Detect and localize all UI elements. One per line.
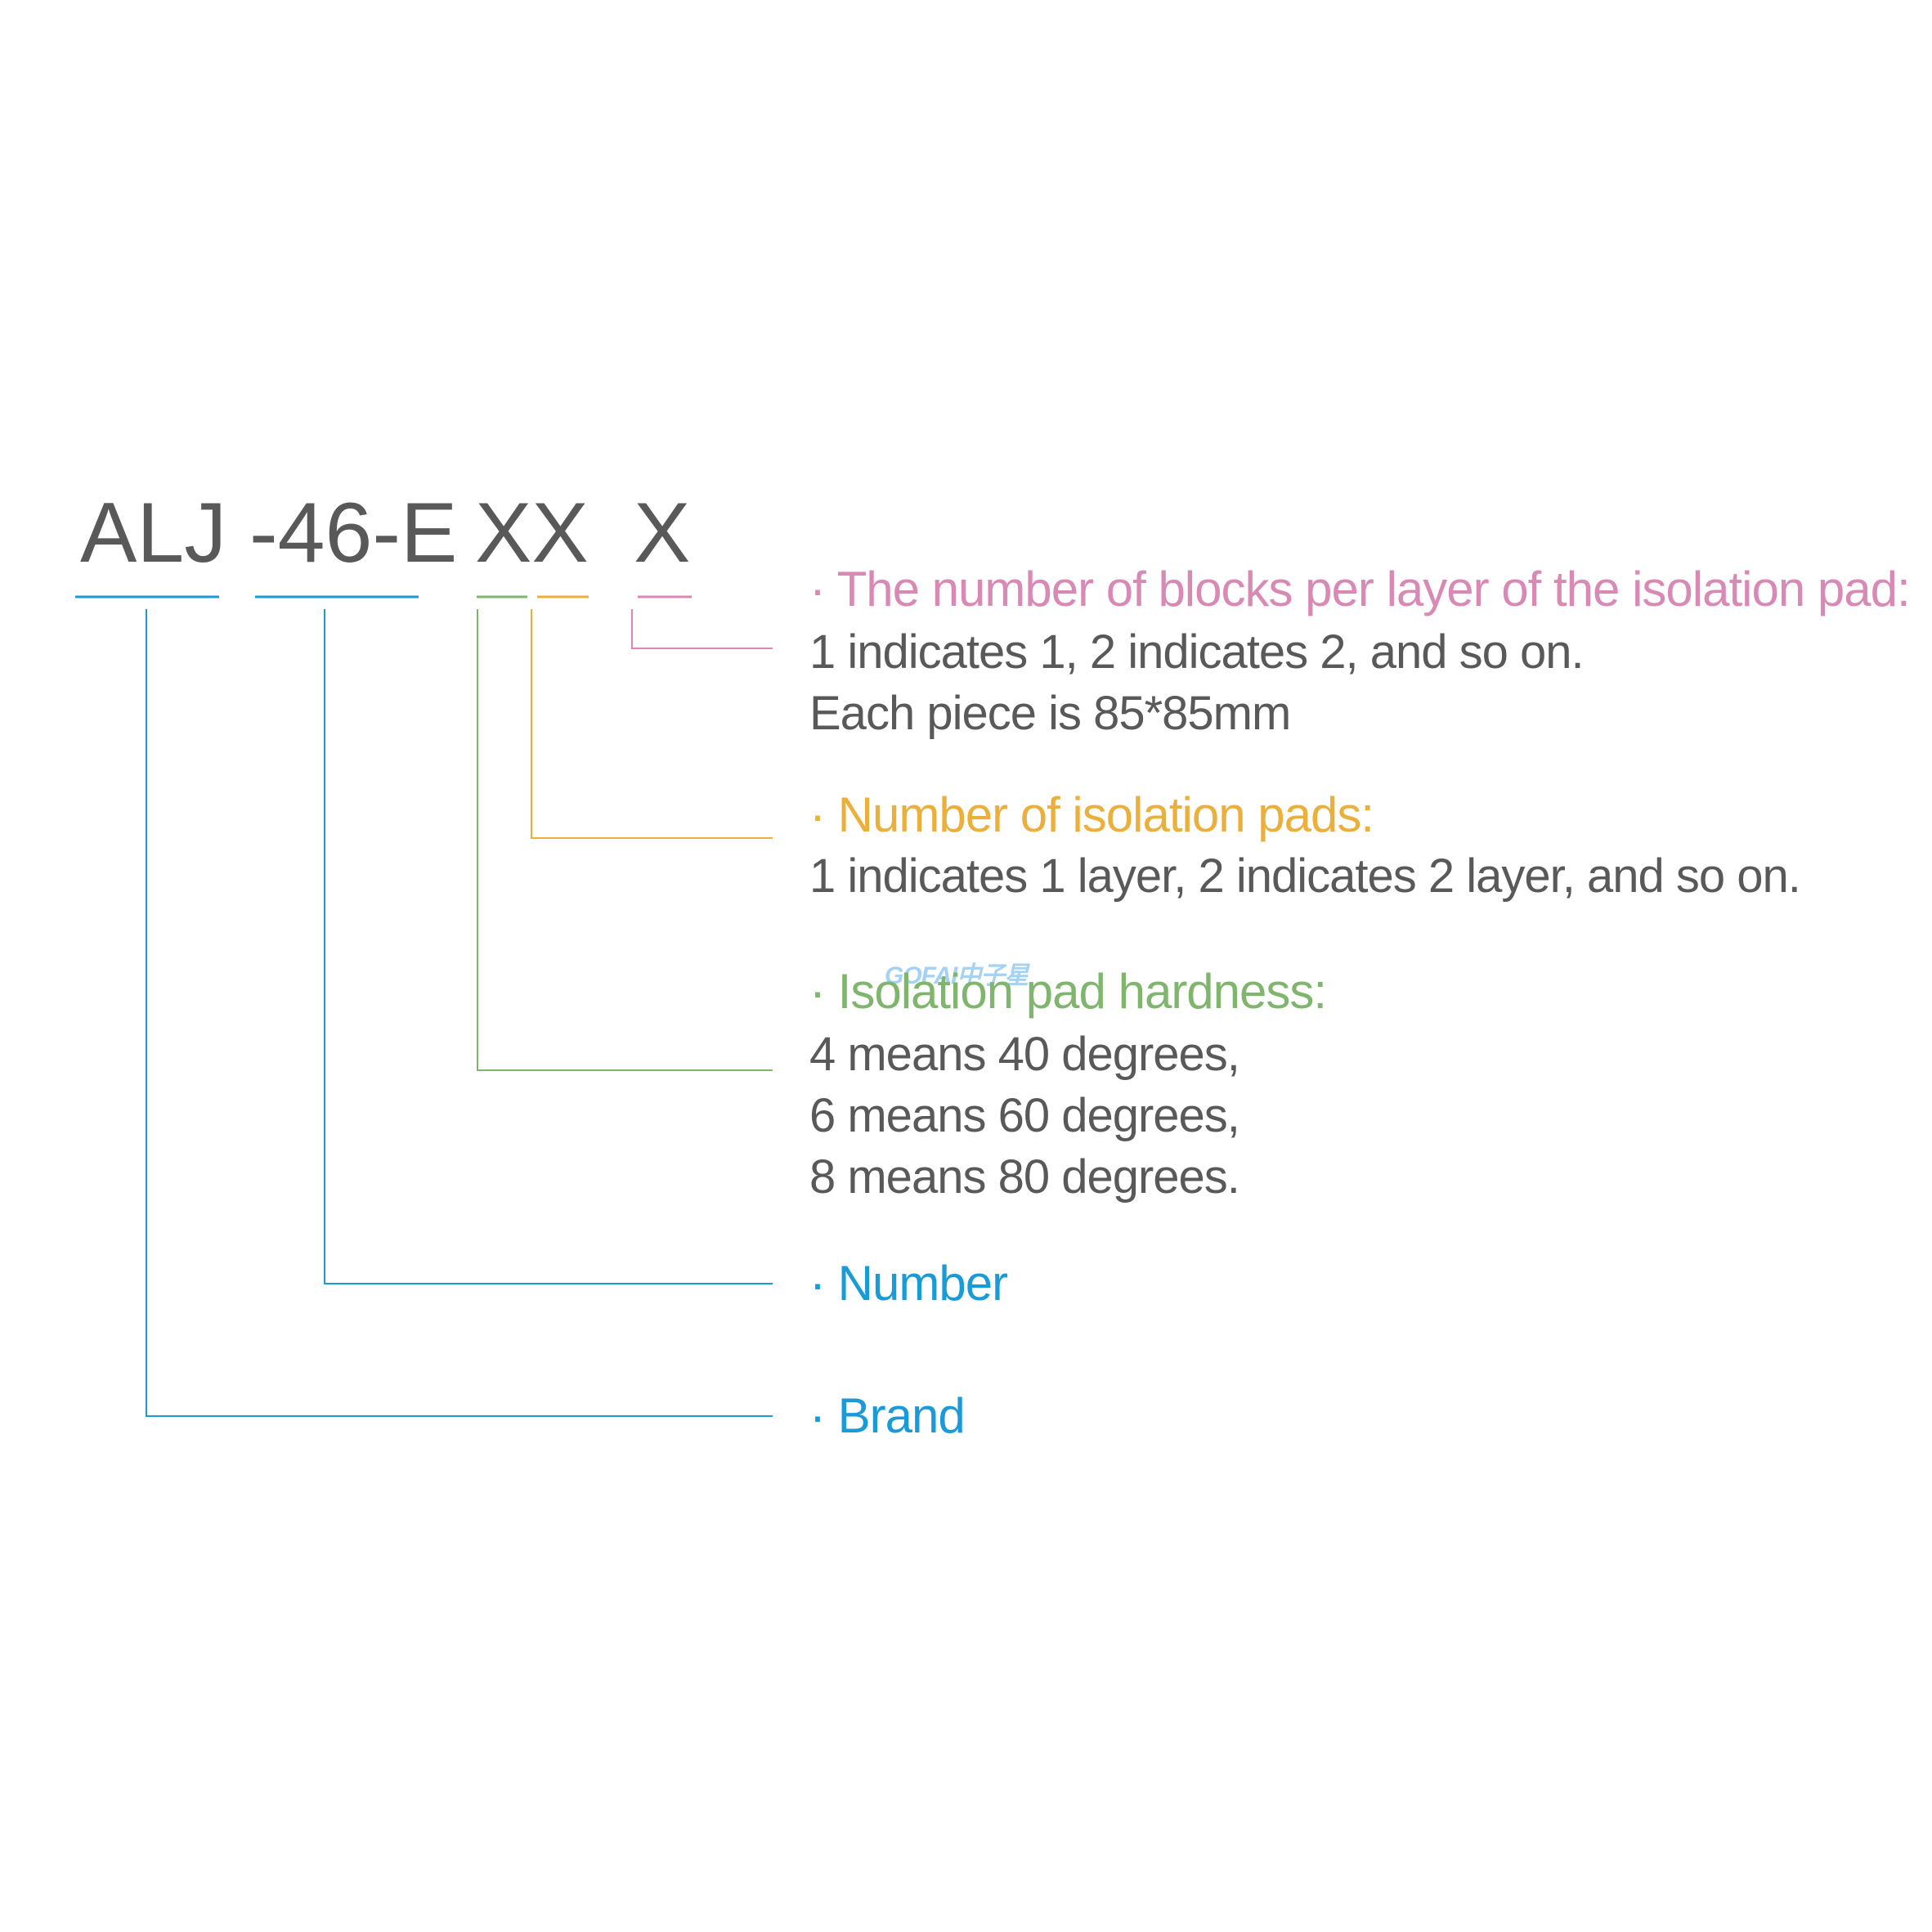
heading-blocks-per-layer: · The number of blocks per layer of the … bbox=[809, 562, 1911, 616]
desc-line: 6 means 60 degrees, bbox=[809, 1089, 1240, 1142]
model-code-number: -46-E bbox=[249, 486, 458, 580]
leader-number bbox=[324, 609, 773, 1284]
heading-number: · Number bbox=[809, 1256, 1008, 1311]
heading-pad-hardness: · Isolation pad hardness: bbox=[809, 964, 1327, 1019]
desc-line: 8 means 80 degrees. bbox=[809, 1150, 1240, 1204]
model-code-brand: ALJ bbox=[80, 486, 227, 580]
leader-hardness bbox=[477, 609, 773, 1071]
desc-line: Each piece is 85*85mm bbox=[809, 687, 1291, 740]
desc-line: 4 means 40 degrees, bbox=[809, 1028, 1240, 1081]
leader-blocks bbox=[631, 609, 773, 649]
desc-number-of-pads: 1 indicates 1 layer, 2 indicates 2 layer… bbox=[809, 845, 1801, 907]
heading-number-of-pads: · Number of isolation pads: bbox=[809, 787, 1374, 842]
leader-pads bbox=[531, 609, 773, 839]
model-code-xx: XX bbox=[475, 486, 589, 580]
desc-line: 1 indicates 1, 2 indicates 2, and so on. bbox=[809, 625, 1585, 679]
leader-brand bbox=[146, 609, 773, 1417]
watermark-logo: GOFAI中子星 bbox=[885, 962, 1029, 989]
desc-line: 1 indicates 1 layer, 2 indicates 2 layer… bbox=[809, 849, 1801, 903]
desc-blocks-per-layer: 1 indicates 1, 2 indicates 2, and so on.… bbox=[809, 621, 1585, 744]
heading-brand: · Brand bbox=[809, 1388, 966, 1443]
model-code-x: X bbox=[634, 486, 691, 580]
desc-pad-hardness: 4 means 40 degrees, 6 means 60 degrees, … bbox=[809, 1024, 1240, 1208]
